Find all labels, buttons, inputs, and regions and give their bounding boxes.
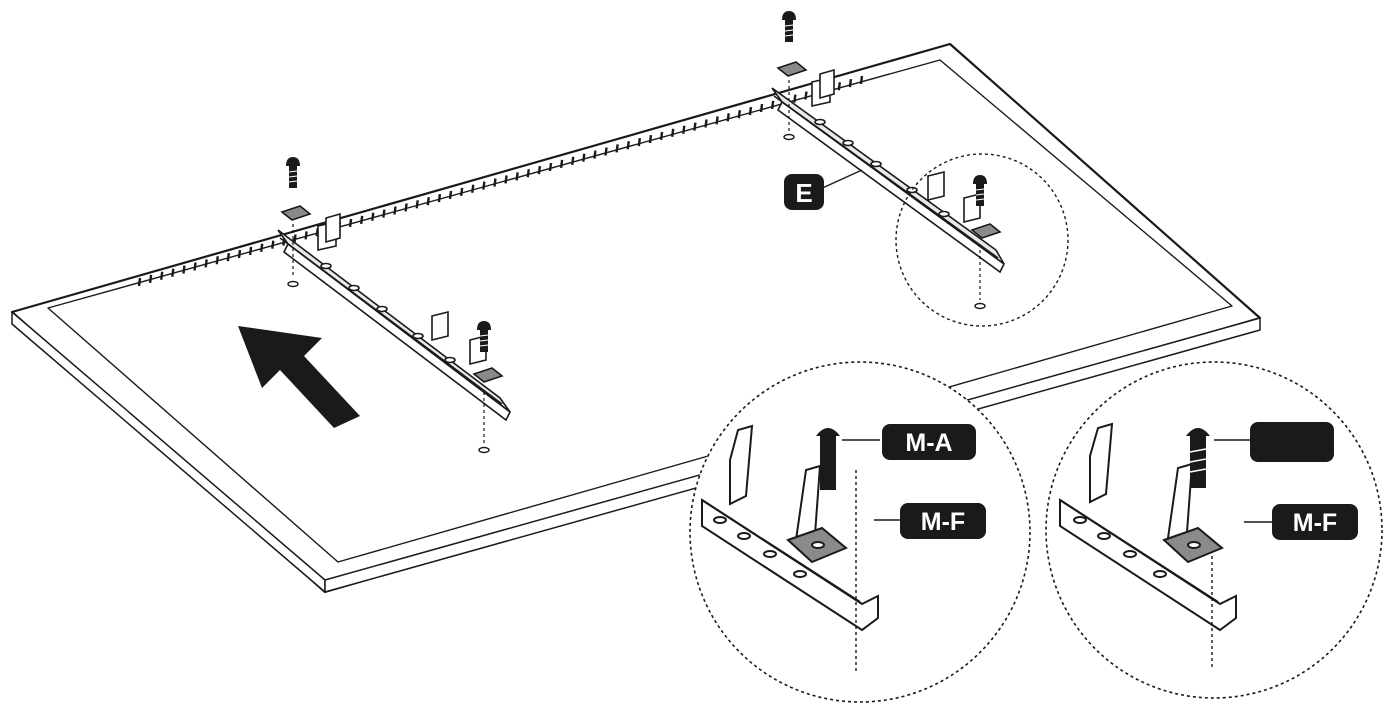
vent-tick: [304, 231, 308, 240]
vent-tick: [348, 218, 353, 228]
vent-tick: [515, 172, 519, 181]
screw-icon: [781, 10, 797, 43]
washer-icon: [478, 446, 490, 454]
vent-tick: [504, 175, 508, 184]
vent-tick: [571, 156, 575, 165]
vent-tick: [648, 134, 653, 144]
vent-tick: [382, 209, 386, 218]
vent-tick: [682, 125, 686, 134]
vent-tick: [759, 103, 764, 113]
vent-tick: [426, 197, 430, 206]
vent-tick: [670, 128, 675, 137]
vent-tick: [726, 113, 730, 122]
vent-tick: [471, 184, 475, 193]
detail-callout-small: [895, 153, 1069, 327]
label-right-screw: [1250, 422, 1334, 462]
vent-tick: [415, 200, 419, 209]
vent-tick: [548, 162, 553, 172]
vent-tick: [804, 91, 808, 100]
vent-tick: [526, 169, 530, 178]
direction-arrow-icon: [238, 326, 360, 428]
vent-tick: [615, 144, 619, 153]
vent-tick: [182, 265, 186, 274]
vent-tick: [537, 165, 542, 175]
vent-tick: [226, 252, 231, 262]
vent-tick: [748, 106, 753, 116]
vent-tick: [793, 94, 797, 103]
vent-tick: [371, 212, 375, 221]
vent-tick: [160, 271, 164, 280]
vent-tick: [448, 190, 453, 200]
vent-tick: [293, 234, 297, 243]
screw-icon: [1186, 428, 1210, 488]
screw-icon: [285, 156, 301, 189]
right-bracket: [771, 61, 1006, 274]
vent-tick: [693, 122, 697, 131]
vent-tick: [715, 116, 719, 125]
washer-icon: [783, 133, 795, 141]
label-left-spacer-text: M-F: [921, 508, 965, 536]
vent-tick: [204, 259, 208, 268]
label-right-spacer: M-F: [1272, 504, 1358, 540]
vent-tick: [704, 119, 708, 128]
left-bracket: [277, 205, 512, 422]
label-e-text: E: [795, 178, 812, 208]
label-left-spacer: M-F: [900, 503, 986, 539]
vent-tick: [193, 262, 197, 271]
washer-icon: [974, 302, 986, 310]
vent-tick: [659, 131, 664, 141]
label-left-screw-text: M-A: [905, 429, 952, 457]
vent-tick: [215, 256, 219, 265]
vent-tick: [404, 203, 408, 212]
vent-tick: [737, 110, 742, 119]
label-bracket-e: E: [784, 169, 863, 210]
vent-tick: [271, 240, 275, 249]
vent-tick: [559, 159, 564, 169]
vent-tick: [148, 274, 153, 284]
vent-tick: [137, 277, 142, 287]
vent-tick: [237, 249, 242, 259]
vent-tick: [171, 268, 175, 277]
label-right-spacer-text: M-F: [1293, 509, 1337, 537]
vent-tick: [493, 178, 497, 187]
washer-icon: [287, 280, 299, 288]
vent-tick: [582, 153, 586, 162]
vent-tick: [637, 138, 642, 147]
vent-tick: [248, 246, 253, 256]
vent-tick: [482, 181, 486, 190]
vent-tick: [848, 78, 853, 88]
screw-icon: [816, 428, 840, 490]
vent-tick: [393, 206, 397, 215]
vent-tick: [837, 82, 841, 91]
vent-tick: [259, 243, 264, 252]
vent-tick: [593, 150, 597, 159]
vent-tick: [604, 147, 608, 156]
vent-tick: [437, 193, 442, 203]
vent-tick: [626, 141, 630, 150]
vent-tick: [859, 75, 864, 85]
vent-tick: [459, 187, 464, 197]
vent-tick: [359, 215, 364, 224]
vent-tick: [770, 100, 775, 110]
label-left-screw: M-A: [882, 424, 976, 460]
